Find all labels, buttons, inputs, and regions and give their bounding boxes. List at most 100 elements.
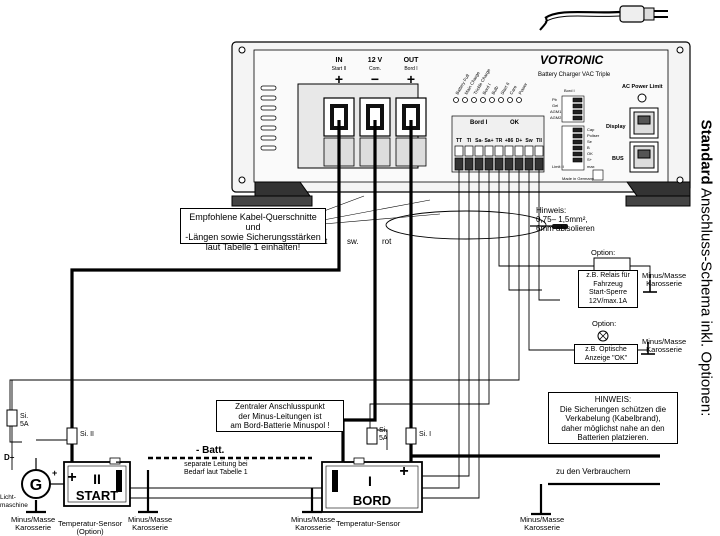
bus-port	[629, 141, 659, 173]
hinweis-wire-line: 0,75– 1,5mm²,	[536, 215, 588, 224]
led-label: Start II	[500, 82, 511, 96]
masse-label-led: Minus/Masse Karosserie	[642, 338, 686, 354]
central-note-box: Zentraler Anschlusspunkt der Minus-Leitu…	[216, 400, 344, 432]
pin-label: TT	[456, 138, 462, 144]
central-note-line: Zentraler Anschlusspunkt	[235, 402, 325, 411]
option-label: B	[587, 145, 590, 150]
masse-label-consumers: Minus/Masse Karosserie	[520, 516, 564, 532]
fuse-si-i: Si. I	[419, 431, 431, 438]
option-relay-line: z.B. Relais für	[586, 272, 630, 279]
ac-power-limit-label: AC Power Limit	[622, 84, 663, 90]
signal-connector	[451, 115, 545, 173]
ac-plug	[539, 5, 668, 31]
masse-line: Minus/Masse	[128, 515, 173, 524]
charger-model: Battery Charger VAC Triple	[538, 72, 611, 78]
pin-label: D+	[516, 138, 523, 144]
terminal-com-sub: Com.	[369, 66, 381, 72]
pin-label: Sa-	[475, 138, 483, 144]
terminal-out-sub: Bord I	[404, 66, 417, 72]
terminal-in-sub: Start II	[332, 66, 347, 72]
batt-minus-text: separate Leitung bei Bedarf laut Tabelle…	[184, 461, 248, 477]
option-label: Se	[587, 139, 593, 144]
fuses	[6, 409, 417, 445]
masse-line: Minus/Masse	[642, 337, 687, 346]
masse-line: Karosserie	[15, 523, 52, 532]
bord-header: Bord I	[470, 120, 488, 126]
option-label: S+	[587, 157, 593, 162]
fuse-si-mid-val: 5A	[379, 435, 388, 442]
bord-minus: −	[343, 455, 350, 469]
cable-note-line: -Längen sowie Sicherungsstärken	[185, 232, 321, 242]
wire-label-sw: sw.	[347, 237, 359, 246]
battery-type-label: Gel	[552, 103, 558, 108]
option-label: OK	[587, 151, 593, 156]
bord-battery	[321, 461, 423, 513]
batt-minus-line: separate Leitung bei	[184, 461, 248, 468]
side-title-bold: Standard	[697, 119, 715, 185]
start-minus: −	[115, 455, 122, 469]
hinweis-fuse-title: HINWEIS:	[594, 395, 632, 404]
terminal-in-sign: +	[335, 71, 343, 87]
temp-sensor-start-line: Temperatur-Sensor	[58, 519, 123, 528]
option-label: Cap	[587, 127, 595, 132]
cable-note-box: Empfohlene Kabel-Querschnitte und -Länge…	[180, 208, 326, 252]
bord-name: BORD	[353, 493, 391, 508]
wire-ferrule	[530, 224, 568, 229]
pin-label: Sw	[525, 138, 532, 144]
temp-sensor-bord-label: Temperatur-Sensor	[336, 519, 401, 528]
terminal-out-top: OUT	[404, 57, 420, 64]
pin-label: +86	[505, 138, 514, 144]
masse-line: Karosserie	[646, 345, 683, 354]
pin-label: Sa+	[484, 138, 493, 144]
fuse-si-ii: Si. II	[80, 431, 94, 438]
option-led-line: Anzeige "OK"	[584, 354, 628, 362]
battery-type-label: Pb	[552, 97, 558, 102]
generator-symbol: G	[30, 477, 42, 494]
option-relay-line: Start-Sperre	[588, 289, 628, 296]
temp-sensor-icons	[109, 457, 365, 465]
bundle-oval	[385, 210, 547, 240]
hinweis-wire-note: Hinweis: 0,75– 1,5mm², 6mm abisolieren	[536, 206, 595, 233]
ce-mark	[592, 169, 604, 181]
central-note-line: am Bord-Batterie Minuspol !	[230, 421, 330, 430]
display-label: Display	[606, 124, 627, 130]
status-leds	[453, 97, 522, 103]
terminal-in-top: IN	[336, 57, 343, 64]
side-title: Standard Anschluss-Schema inkl. Optionen…	[698, 120, 715, 417]
masse-label-relay: Minus/Masse Karosserie	[642, 272, 686, 288]
pin-label: TI	[467, 138, 472, 144]
ok-label: OK	[510, 120, 520, 126]
max-label: max	[587, 164, 595, 169]
hinweis-wire-line: Hinweis:	[536, 206, 567, 215]
option-relay-line: Fahrzeug	[593, 280, 623, 288]
made-in-label: Made in Germany	[562, 176, 594, 181]
pin-label: TII	[536, 138, 542, 144]
led-label: Power	[518, 82, 529, 96]
ground-symbols	[26, 280, 660, 516]
bord-plus: +	[399, 463, 408, 480]
central-note-line: der Minus-Leitungen ist	[238, 411, 322, 421]
fuse-si-left: Si.	[20, 413, 28, 420]
masse-line: Minus/Masse	[291, 515, 336, 524]
side-title-rest: Anschluss-Schema inkl. Optionen:	[697, 184, 715, 417]
terminal-com-sign: −	[371, 71, 379, 87]
masse-label-generator: Minus/Masse Karosserie	[11, 516, 55, 532]
start-name: START	[76, 488, 118, 503]
fuse-si-mid: Si.	[379, 427, 387, 434]
masse-line: Minus/Masse	[11, 515, 56, 524]
main-wires	[70, 120, 660, 466]
led-label: Care	[509, 84, 518, 95]
consumers-label: zu den Verbrauchern	[556, 467, 630, 476]
hinweis-fuse-line: Verkabelung (Kabelbrand),	[565, 414, 661, 423]
wire-break-marks	[317, 236, 401, 246]
hinweis-fuse-line: daher möglichst nahe an den	[561, 423, 665, 433]
option-led-line: z.B. Optische	[585, 346, 627, 353]
battery-type-label: AGM1	[550, 109, 562, 114]
generator-label-line: maschine	[0, 501, 28, 509]
masse-line: Karosserie	[295, 523, 332, 532]
terminal-block	[297, 83, 427, 169]
wire-label-rot-right: rot	[382, 237, 392, 246]
batt-minus-title: - Batt.	[196, 445, 225, 456]
battery-type-label: AGM2	[550, 115, 562, 120]
option-led-box: z.B. Optische Anzeige "OK"	[574, 344, 638, 364]
